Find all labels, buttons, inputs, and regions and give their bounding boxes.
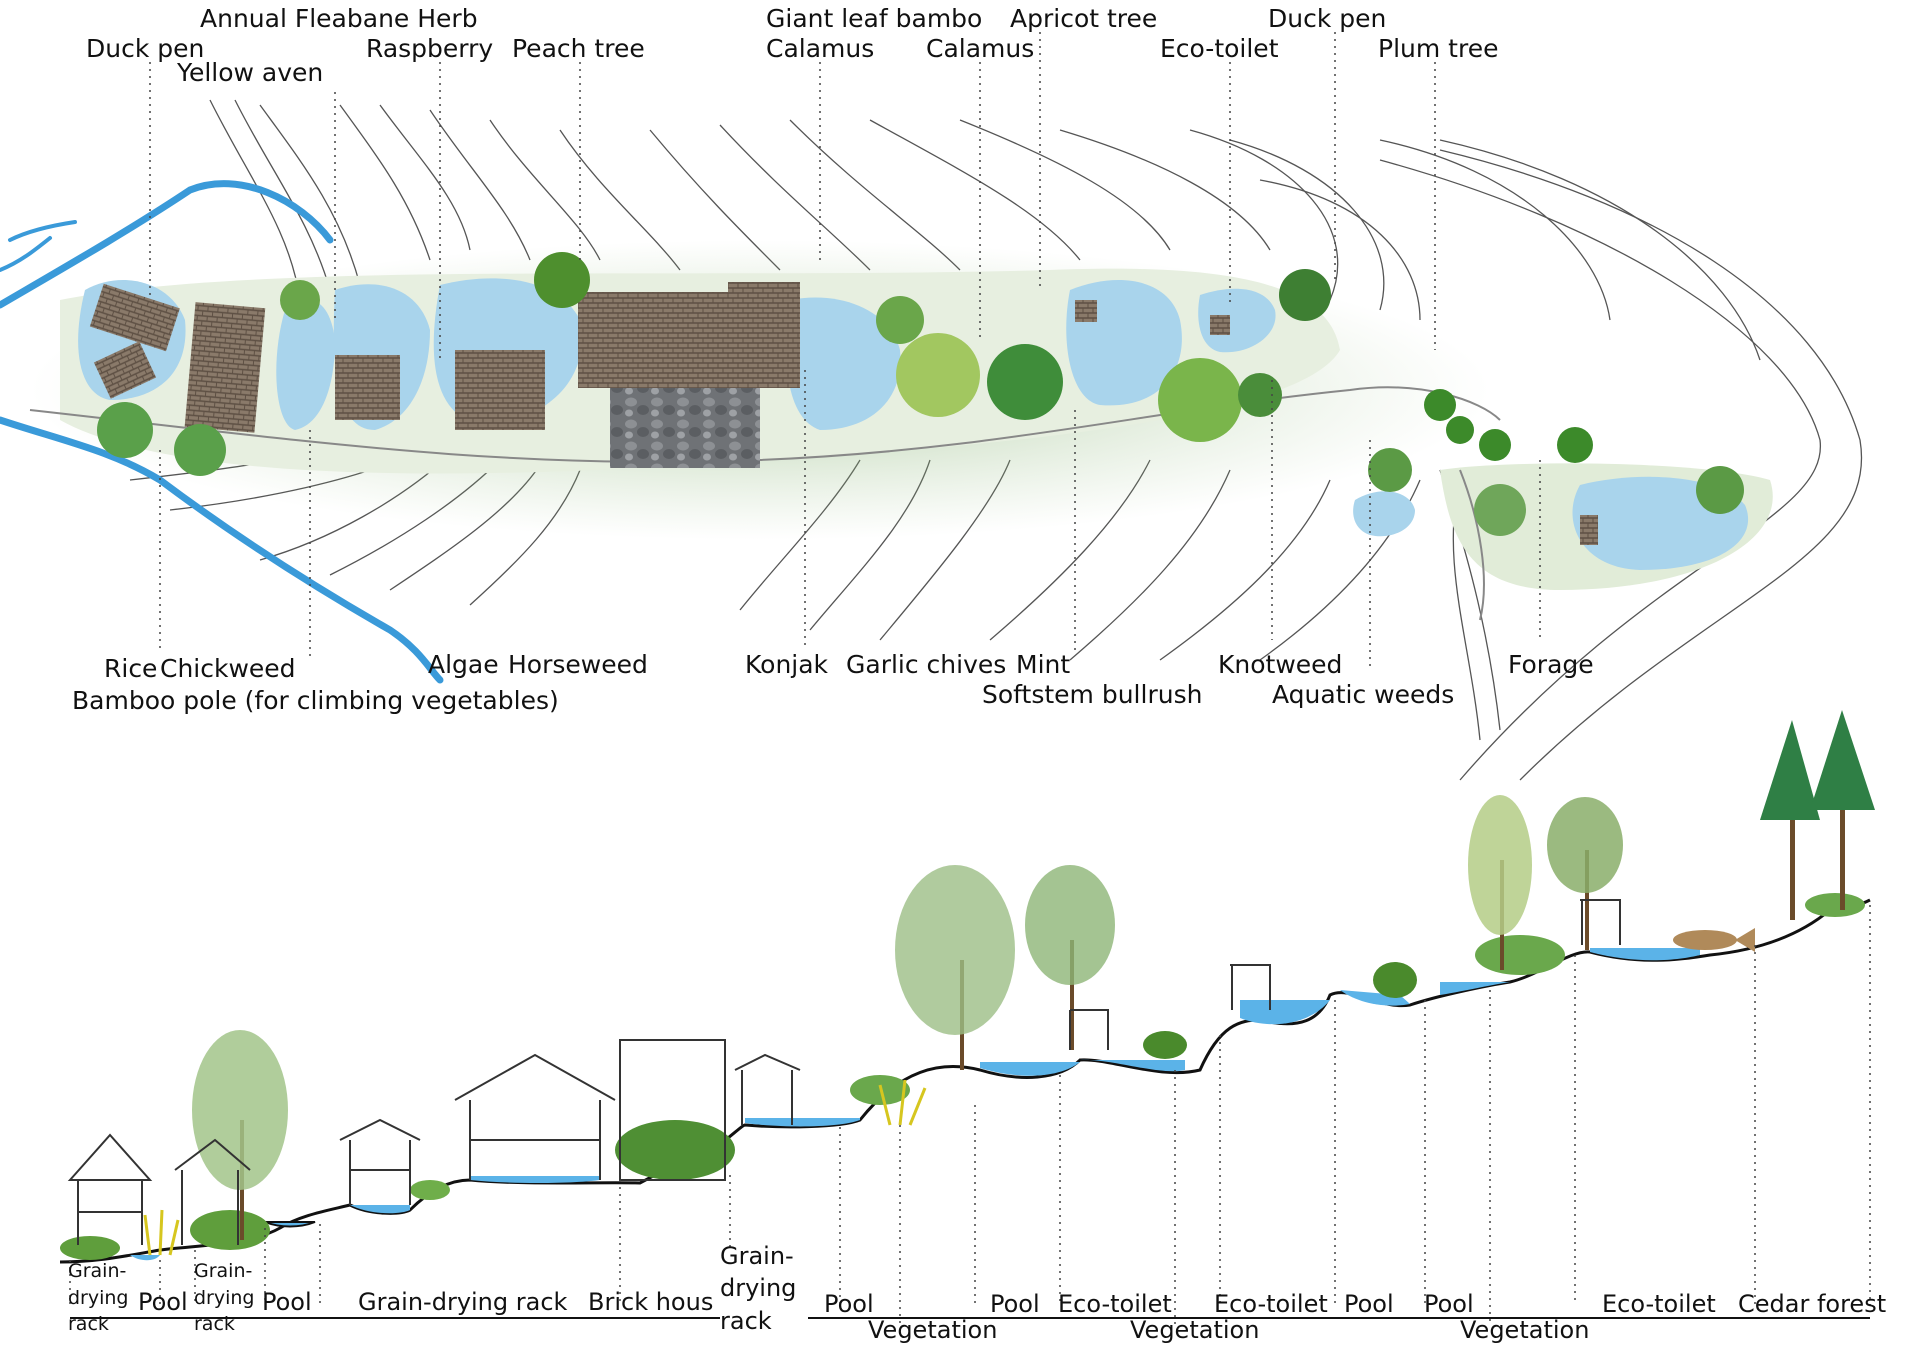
- label-aquatic-weeds: Aquatic weeds: [1272, 680, 1455, 709]
- section-label-brick-house: Brick hous: [588, 1288, 714, 1316]
- section-label-pool-3: Pool: [824, 1290, 874, 1318]
- label-apricot-tree: Apricot tree: [1010, 4, 1158, 33]
- river: [0, 180, 444, 684]
- label-rice: Rice: [104, 654, 158, 683]
- section-structures: [67, 899, 1621, 1245]
- section-label-grain-drying-rack-4: Grain-drying rack: [720, 1242, 797, 1335]
- section-label-grain-drying-rack-2: Grain-drying rack: [194, 1260, 255, 1336]
- label-duck-pen-west: Duck pen: [86, 34, 205, 63]
- section-label-eco-toilet-2: Eco-toilet: [1214, 1290, 1328, 1318]
- label-algae: Algae: [428, 650, 499, 679]
- section-leader-lines: [69, 905, 1871, 1325]
- label-garlic-chives: Garlic chives: [846, 650, 1007, 679]
- label-konjak: Konjak: [745, 650, 829, 679]
- section-label-eco-toilet-1: Eco-toilet: [1058, 1290, 1172, 1318]
- label-plum-tree: Plum tree: [1378, 34, 1499, 63]
- label-bamboo-pole: Bamboo pole (for climbing vegetables): [72, 686, 559, 715]
- label-chickweed: Chickweed: [160, 654, 296, 683]
- section-label-pool-6: Pool: [1424, 1290, 1474, 1318]
- label-calamus-east: Calamus: [926, 34, 1035, 63]
- label-eco-toilet-plan: Eco-toilet: [1160, 34, 1279, 63]
- section-label-cedar-forest: Cedar forest: [1738, 1290, 1887, 1318]
- label-giant-leaf-bambo: Giant leaf bambo: [766, 4, 983, 33]
- label-yellow-aven: Yellow aven: [177, 58, 324, 87]
- section-label-pool-2: Pool: [262, 1288, 312, 1316]
- zone-label-vegetation-2: Vegetation: [1130, 1316, 1260, 1344]
- label-raspberry: Raspberry: [366, 34, 494, 63]
- plan-garden: [29, 240, 1773, 621]
- label-calamus-west: Calamus: [766, 34, 875, 63]
- label-annual-fleabane: Annual Fleabane Herb: [200, 4, 478, 33]
- label-peach-tree: Peach tree: [512, 34, 645, 63]
- label-forage: Forage: [1508, 650, 1594, 679]
- label-horseweed: Horseweed: [508, 650, 648, 679]
- section-label-eco-toilet-3: Eco-toilet: [1602, 1290, 1716, 1318]
- section-label-grain-drying-rack-3: Grain-drying rack: [358, 1288, 568, 1316]
- zone-label-vegetation-1: Vegetation: [868, 1316, 998, 1344]
- section-label-pool-5: Pool: [1344, 1290, 1394, 1318]
- section-trees: [143, 710, 1875, 1256]
- zone-label-vegetation-3: Vegetation: [1460, 1316, 1590, 1344]
- plan-leader-lines: [149, 32, 1541, 670]
- label-softstem-bullrush: Softstem bullrush: [982, 680, 1203, 709]
- label-knotweed: Knotweed: [1218, 650, 1343, 679]
- section-label-pool-4: Pool: [990, 1290, 1040, 1318]
- label-mint: Mint: [1016, 650, 1071, 679]
- section-label-grain-drying-rack-1: Grain-drying rack: [68, 1260, 129, 1336]
- section-label-pool-1: Pool: [138, 1288, 188, 1316]
- label-duck-pen-east: Duck pen: [1268, 4, 1387, 33]
- fish-icon: [1673, 928, 1755, 952]
